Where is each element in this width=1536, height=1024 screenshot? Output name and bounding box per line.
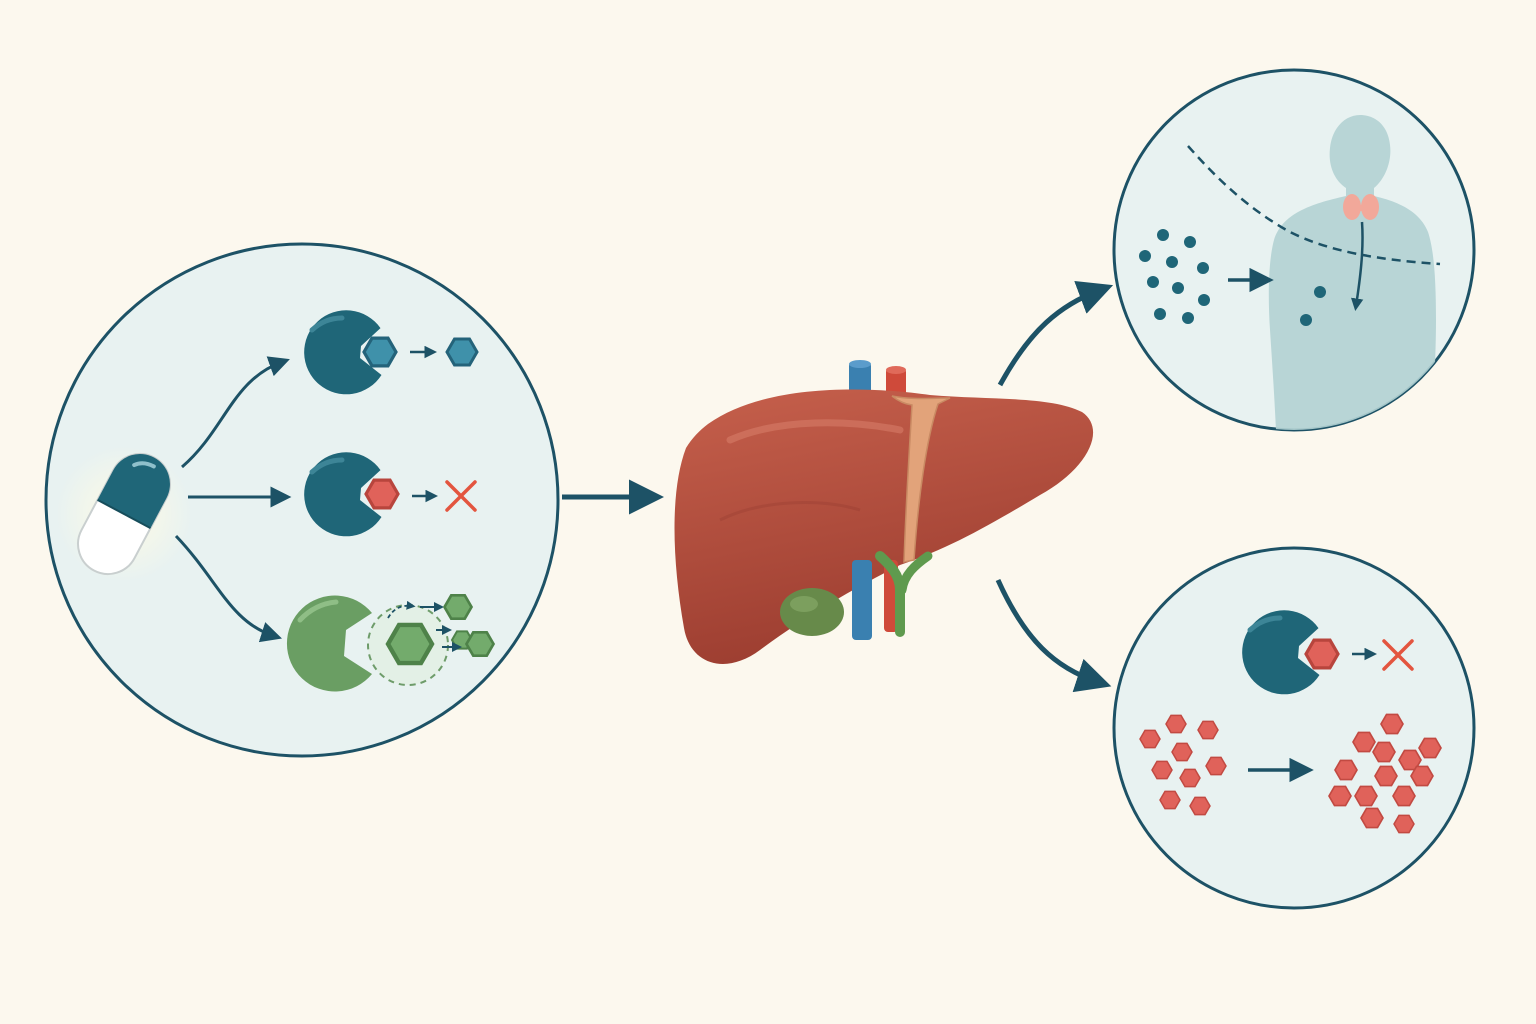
arrow-to-gland xyxy=(1350,221,1364,311)
body-silhouette-icon xyxy=(1268,115,1436,430)
enzyme-substrate-icon xyxy=(304,310,479,395)
arrow-to-accumulation xyxy=(995,578,1112,693)
vein-lower-icon xyxy=(852,560,872,640)
enzyme-blocked-icon xyxy=(304,452,477,537)
enzyme-blocked-icon xyxy=(1242,610,1414,695)
capsule-icon xyxy=(56,446,192,582)
particles-icon xyxy=(1139,229,1326,326)
blocked-x-icon xyxy=(1382,639,1414,671)
enzyme-induced-icon xyxy=(286,593,495,692)
systemic-distribution-panel xyxy=(1112,68,1476,432)
bile-duct-icon xyxy=(875,551,933,637)
arrow-to-enzyme-1 xyxy=(181,356,290,469)
drug-metabolism-panel xyxy=(44,242,560,758)
thyroid-icon xyxy=(1343,194,1379,220)
liver-icon xyxy=(674,389,1094,664)
arrow-to-enzyme-3 xyxy=(174,534,283,643)
blocked-x-icon xyxy=(445,480,477,512)
arrow-to-distribution xyxy=(997,280,1114,387)
gallbladder-icon xyxy=(780,588,844,636)
liver-panel xyxy=(674,360,1094,664)
enzyme-inhibition-accumulation-panel xyxy=(1112,546,1476,910)
